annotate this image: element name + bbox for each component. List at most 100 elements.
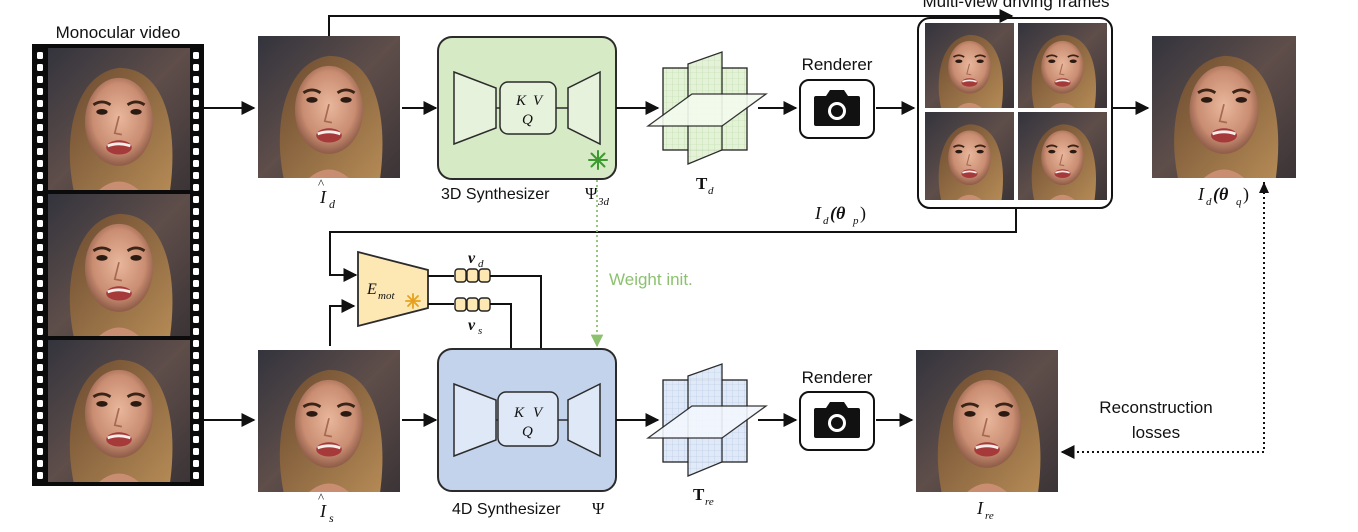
film-hole: [193, 340, 199, 347]
film-hole: [193, 280, 199, 287]
film-hole: [37, 400, 43, 407]
film-hole: [37, 268, 43, 275]
arrow-Is-to-emot: [329, 299, 356, 346]
film-hole: [193, 88, 199, 95]
film-hole: [193, 232, 199, 239]
arrow-multiview-to-emot: [329, 208, 1017, 282]
synthesizer-4d: K V Q: [437, 348, 617, 492]
svg-text:I: I: [1197, 184, 1205, 204]
svg-text:d: d: [823, 215, 829, 227]
snowflake-icon: [405, 293, 421, 309]
film-hole: [193, 388, 199, 395]
token-vd: [454, 268, 491, 283]
film-hole: [193, 352, 199, 359]
motion-encoder: E mot: [357, 250, 429, 328]
film-hole: [37, 328, 43, 335]
film-hole: [193, 220, 199, 227]
synth-3d-label: 3D Synthesizer Ψ 3d: [441, 184, 610, 208]
film-hole: [37, 88, 43, 95]
svg-text:^: ^: [318, 176, 324, 191]
svg-text:p: p: [852, 215, 859, 227]
film-hole: [37, 220, 43, 227]
triplane-Tre: [646, 363, 768, 477]
renderer-top-label: Renderer: [802, 55, 873, 74]
monocular-video-label: Monocular video: [56, 23, 181, 42]
svg-text:I: I: [319, 501, 327, 521]
svg-text:V: V: [533, 405, 544, 421]
video-frame-3: [48, 340, 190, 482]
film-hole: [37, 364, 43, 371]
film-hole: [37, 304, 43, 311]
svg-text:I: I: [814, 203, 822, 223]
film-hole: [37, 148, 43, 155]
label-Is-hat: I s ^: [318, 490, 334, 525]
triplane-Td: [646, 51, 768, 165]
film-hole: [193, 412, 199, 419]
svg-text:re: re: [985, 510, 994, 522]
svg-text:): ): [1243, 184, 1249, 205]
svg-text:I: I: [319, 187, 327, 207]
film-hole: [193, 460, 199, 467]
film-hole: [37, 448, 43, 455]
synth-4d-label: 4D Synthesizer Ψ: [452, 499, 605, 518]
film-hole: [37, 52, 43, 59]
driving-image-top: [258, 36, 400, 178]
film-hole: [37, 196, 43, 203]
label-vd: v d: [468, 250, 484, 270]
film-hole: [37, 388, 43, 395]
film-hole: [37, 340, 43, 347]
svg-text:K: K: [515, 93, 527, 109]
film-hole: [193, 148, 199, 155]
film-hole: [193, 52, 199, 59]
svg-text:(θ: (θ: [830, 203, 846, 224]
svg-text:v: v: [468, 317, 476, 334]
film-hole: [193, 304, 199, 311]
svg-text:E: E: [366, 281, 377, 298]
film-strip-icon: [32, 44, 204, 486]
film-hole: [193, 472, 199, 479]
svg-text:Q: Q: [522, 112, 533, 128]
renderer-bottom-label: Renderer: [802, 368, 873, 387]
video-frame-2: [48, 194, 190, 336]
film-hole: [193, 136, 199, 143]
film-hole: [37, 280, 43, 287]
multiview-frame-1: [925, 23, 1014, 108]
film-hole: [37, 256, 43, 263]
label-Id-hat: I d ^: [318, 176, 336, 211]
film-hole: [37, 292, 43, 299]
film-hole: [37, 184, 43, 191]
film-hole: [193, 172, 199, 179]
film-hole: [37, 412, 43, 419]
svg-text:): ): [860, 203, 866, 224]
film-hole: [37, 112, 43, 119]
svg-text:d: d: [708, 185, 714, 197]
svg-text:T: T: [696, 174, 708, 193]
film-hole: [37, 424, 43, 431]
svg-text:Q: Q: [522, 424, 533, 440]
film-holes: [37, 52, 199, 479]
multiview-frame-3: [925, 112, 1014, 200]
film-hole: [37, 76, 43, 83]
label-Ire: I re: [976, 498, 994, 522]
film-hole: [37, 472, 43, 479]
film-hole: [193, 364, 199, 371]
weight-init-label: Weight init.: [609, 270, 693, 289]
film-hole: [37, 64, 43, 71]
camera-icon: [814, 402, 860, 438]
film-hole: [37, 376, 43, 383]
film-hole: [193, 244, 199, 251]
svg-text:re: re: [705, 496, 714, 508]
film-hole: [193, 64, 199, 71]
svg-text:s: s: [329, 511, 334, 525]
reconstruction-loss-link: [1060, 182, 1265, 459]
film-hole: [193, 100, 199, 107]
camera-icon: [814, 90, 860, 126]
svg-text:d: d: [1206, 196, 1212, 208]
reconstruction-label-2: losses: [1132, 423, 1180, 442]
source-image-bottom: [258, 350, 400, 492]
svg-text:d: d: [329, 197, 336, 211]
film-hole: [193, 328, 199, 335]
film-hole: [37, 172, 43, 179]
svg-text:4D Synthesizer: 4D Synthesizer: [452, 501, 561, 518]
